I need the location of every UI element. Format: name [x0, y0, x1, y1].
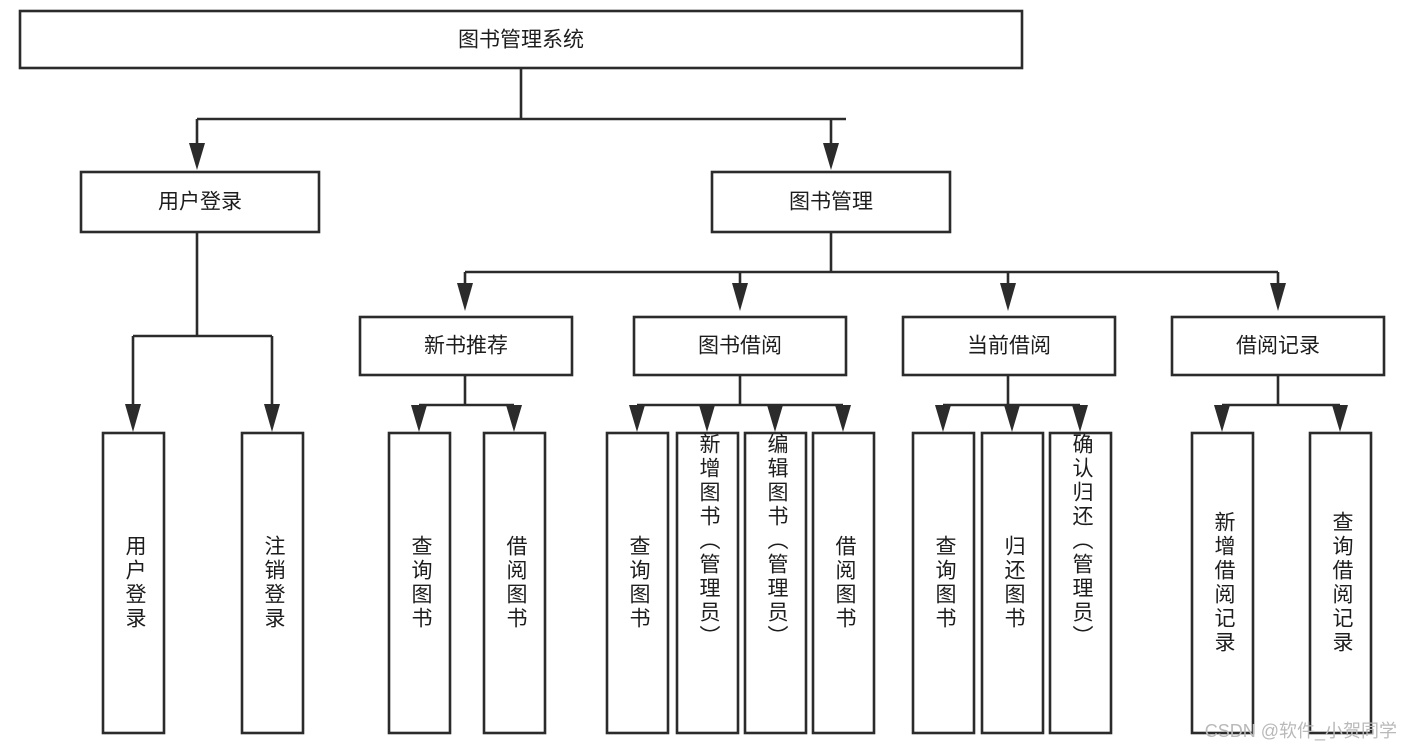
node-box-leaf-return-book[interactable]	[980, 431, 1045, 735]
arrow-head-leaf-return-book	[1004, 405, 1020, 432]
arrow-head-leaf-edit-book	[767, 405, 783, 432]
node-box-current-borrow[interactable]	[901, 315, 1117, 377]
node-box-book-management[interactable]	[710, 170, 952, 234]
node-label-current-borrow: 当前借阅	[967, 335, 1051, 358]
arrow-head-book-management	[823, 143, 839, 170]
node-box-leaf-query-record[interactable]	[1308, 431, 1373, 735]
connector-group-root	[189, 68, 846, 170]
arrow-head-leaf-add-record	[1214, 405, 1230, 432]
node-label-new-book-recommend: 新书推荐	[424, 335, 508, 358]
watermark-text: CSDN @软件_小贺同学	[1204, 721, 1397, 741]
connector-group-new-book-recommend	[411, 375, 522, 432]
node-box-new-book-recommend[interactable]	[358, 315, 574, 377]
arrow-head-leaf-query-book-1	[411, 405, 427, 432]
arrow-head-borrow-record	[1270, 283, 1286, 311]
node-label-root: 图书管理系统	[458, 29, 584, 52]
arrow-head-leaf-query-record	[1332, 405, 1348, 432]
arrow-head-current-borrow	[1000, 283, 1016, 311]
arrow-head-leaf-query-book-3	[935, 405, 951, 432]
node-label-book-management: 图书管理	[789, 191, 873, 214]
node-box-leaf-add-book[interactable]	[675, 431, 740, 735]
node-box-leaf-edit-book[interactable]	[743, 431, 808, 735]
node-box-root[interactable]	[18, 9, 1024, 70]
connector-group-book-management	[457, 232, 1286, 311]
arrow-head-user-login	[189, 143, 205, 170]
node-box-leaf-query-book-1[interactable]	[387, 431, 452, 735]
arrow-head-leaf-query-book-2	[629, 405, 645, 432]
node-box-book-borrow[interactable]	[632, 315, 848, 377]
node-box-leaf-user-login[interactable]	[101, 431, 166, 735]
node-box-leaf-add-record[interactable]	[1190, 431, 1255, 735]
connector-group-current-borrow	[935, 375, 1088, 432]
node-box-leaf-query-book-3[interactable]	[911, 431, 976, 735]
node-box-leaf-borrow-book-1[interactable]	[482, 431, 547, 735]
arrow-head-leaf-borrow-book-1	[506, 405, 522, 432]
node-label-borrow-record: 借阅记录	[1236, 335, 1320, 358]
arrow-head-new-book-recommend	[457, 283, 473, 311]
connector-group-borrow-record	[1214, 375, 1348, 432]
node-box-leaf-confirm-return[interactable]	[1048, 431, 1113, 735]
arrow-head-leaf-logout-login	[264, 404, 280, 432]
node-box-user-login[interactable]	[79, 170, 321, 234]
node-label-user-login: 用户登录	[158, 191, 242, 214]
arrow-head-leaf-user-login	[125, 404, 141, 432]
node-box-leaf-borrow-book-2[interactable]	[811, 431, 876, 735]
arrow-head-leaf-add-book	[699, 405, 715, 432]
node-box-leaf-query-book-2[interactable]	[605, 431, 670, 735]
arrow-head-book-borrow	[732, 283, 748, 311]
arrow-head-leaf-confirm-return	[1072, 405, 1088, 432]
node-box-leaf-logout-login[interactable]	[240, 431, 305, 735]
arrow-head-leaf-borrow-book-2	[835, 405, 851, 432]
connector-group-book-borrow	[629, 375, 851, 432]
connector-group-user-login	[125, 232, 280, 432]
node-box-borrow-record[interactable]	[1170, 315, 1386, 377]
node-label-book-borrow: 图书借阅	[698, 335, 782, 358]
